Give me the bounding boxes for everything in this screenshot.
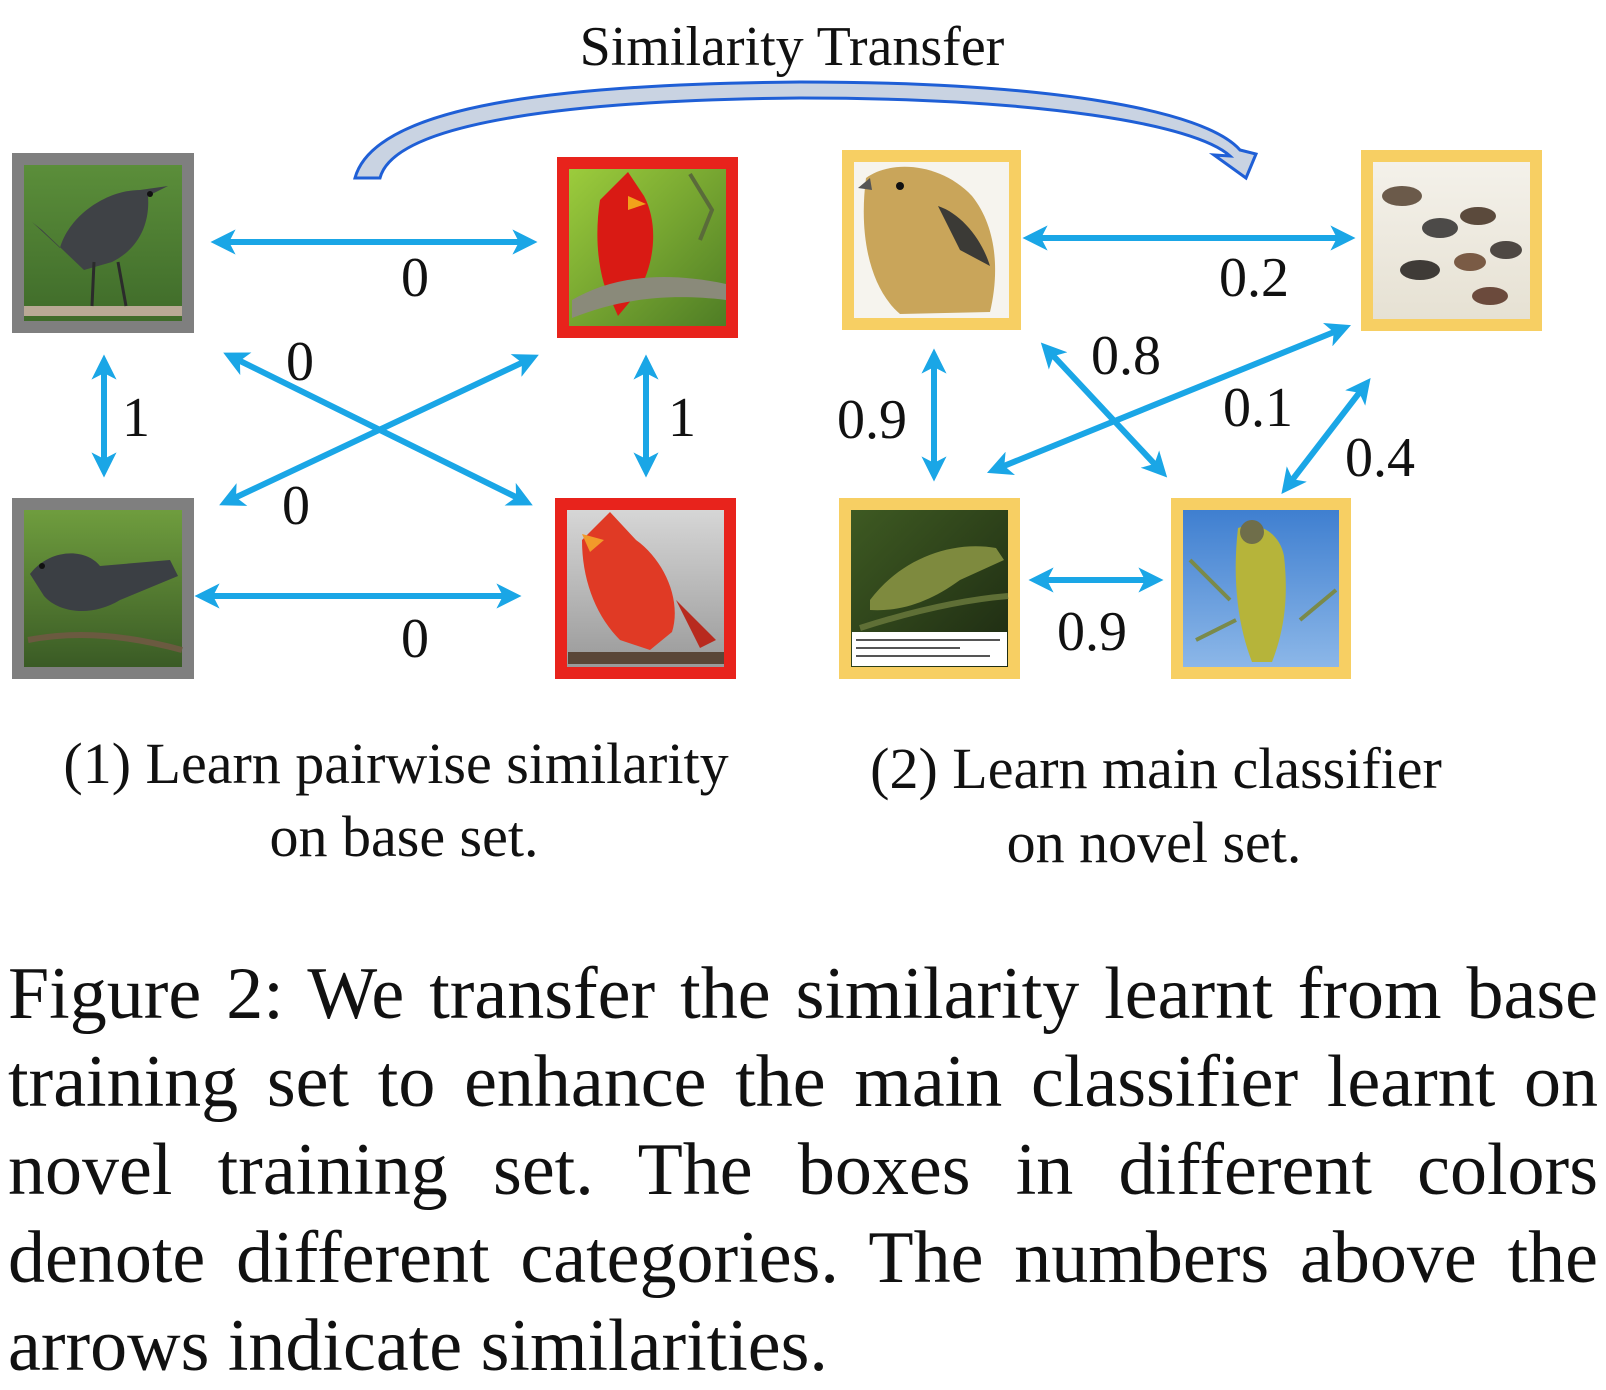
label-novel-bottom: 0.9 — [1057, 601, 1127, 663]
label-novel-top: 0.2 — [1219, 247, 1289, 309]
panel-right-line2: on novel set. — [1007, 810, 1302, 875]
panel-left-line2: on base set. — [270, 804, 539, 869]
arrow-base-diag-down — [223, 352, 533, 506]
label-base-right: 1 — [668, 387, 696, 449]
base-arrows — [91, 229, 659, 609]
panel-left-line1: (1) Learn pairwise similarity — [63, 731, 728, 796]
image-novel-c — [839, 498, 1020, 679]
label-novel-left: 0.9 — [837, 389, 907, 451]
figure-caption: Figure 2: We transfer the similarity lea… — [8, 950, 1598, 1390]
image-novel-b — [1361, 150, 1542, 331]
image-novel-d — [1171, 498, 1351, 679]
similarity-transfer-arrow — [353, 80, 1259, 181]
label-novel-diag-a: 0.8 — [1091, 325, 1161, 387]
figure-caption-text: Figure 2: We transfer the similarity lea… — [8, 953, 1598, 1387]
label-base-diag-down: 0 — [286, 331, 314, 393]
label-base-top: 0 — [401, 247, 429, 309]
label-base-left: 1 — [122, 387, 150, 449]
novel-arrows — [921, 225, 1371, 593]
label-base-bottom: 0 — [401, 608, 429, 670]
similarity-transfer-label: Similarity Transfer — [580, 16, 1005, 78]
label-novel-right: 0.4 — [1345, 427, 1415, 489]
label-base-diag-up: 0 — [282, 475, 310, 537]
panel-right-line1: (2) Learn main classifier — [870, 736, 1442, 801]
image-catbird-bottom — [12, 498, 194, 679]
image-novel-a — [842, 150, 1021, 330]
image-cardinal-top — [557, 157, 738, 338]
image-catbird-top — [12, 153, 194, 333]
label-novel-diag-b: 0.1 — [1223, 377, 1293, 439]
image-cardinal-bottom — [555, 498, 736, 679]
arrow-novel-diag-b — [986, 322, 1352, 476]
